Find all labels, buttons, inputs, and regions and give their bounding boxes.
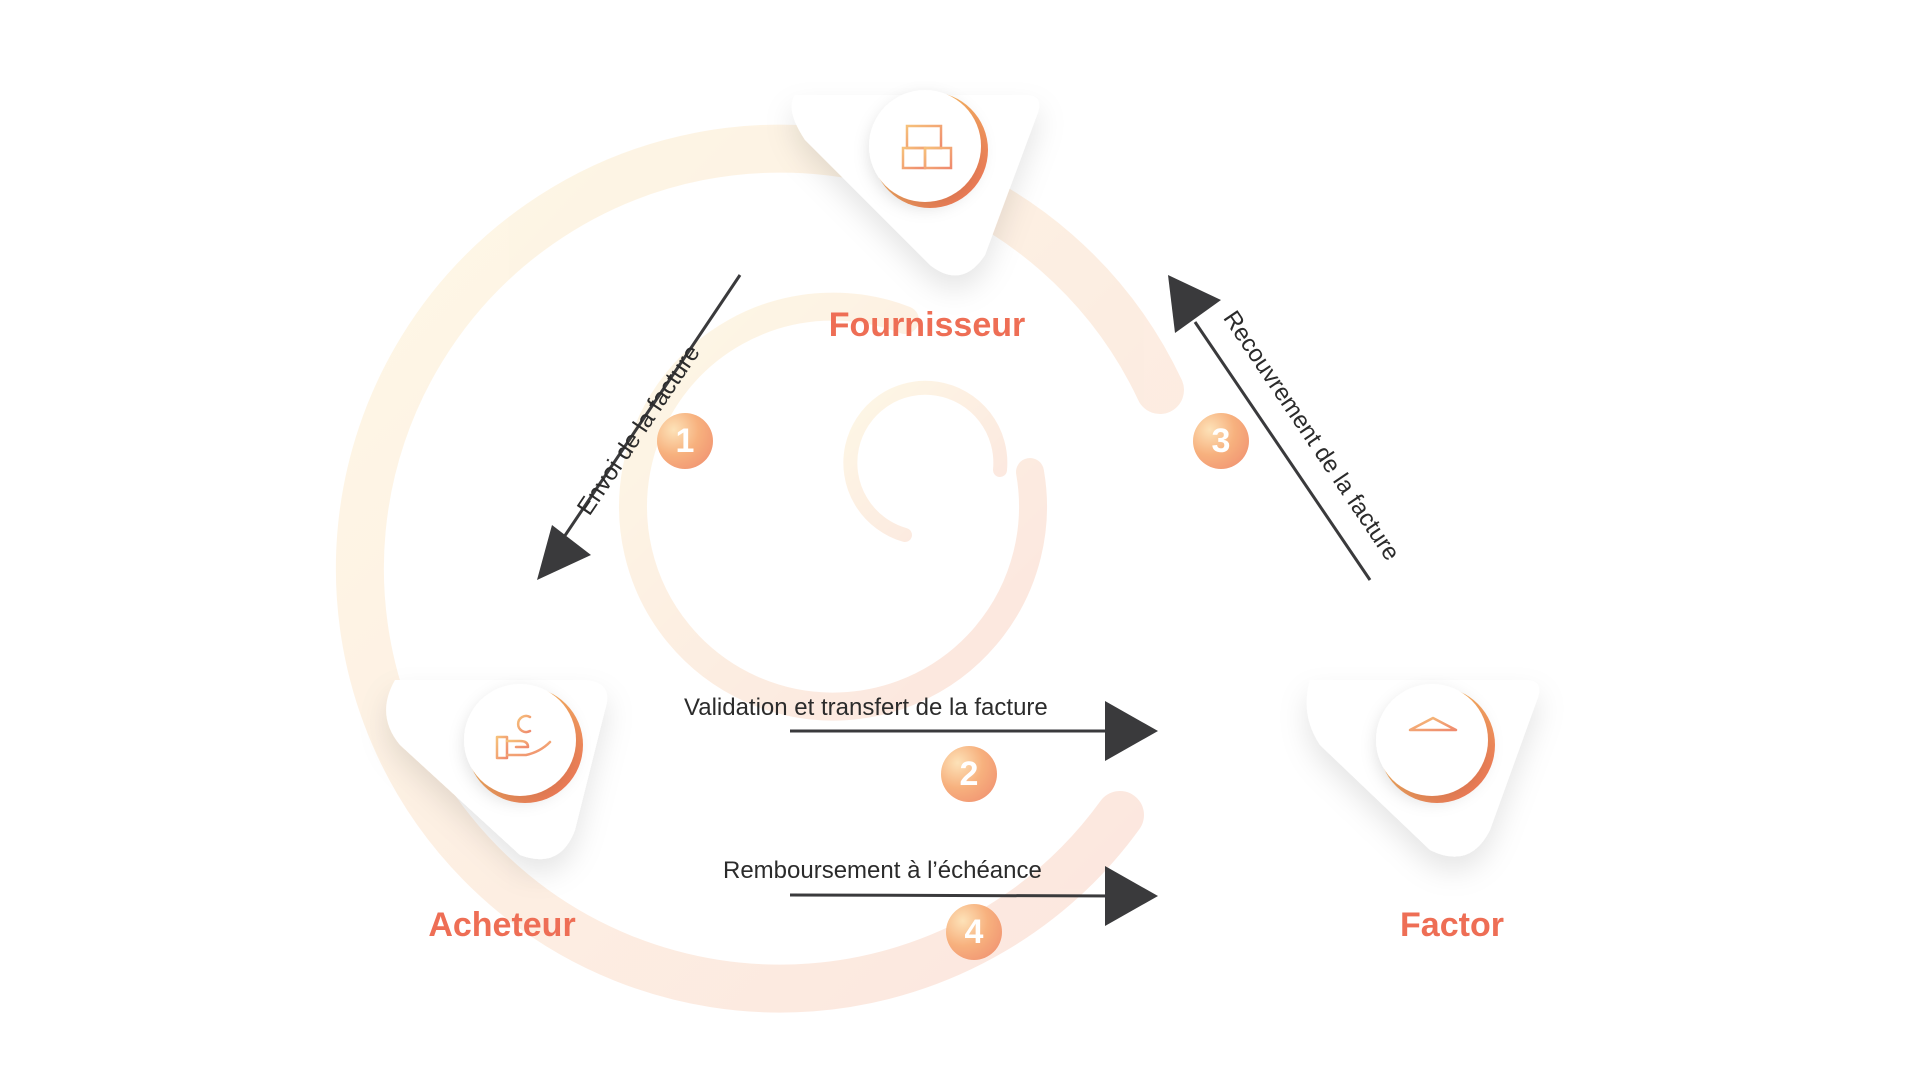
- step-label-4: Remboursement à l’échéance: [723, 857, 1042, 884]
- arrowhead-3: [1168, 275, 1221, 333]
- arrow-step-2: [790, 701, 1158, 761]
- arrow-step-4: [789, 866, 1158, 926]
- arrowhead-2: [1105, 701, 1158, 761]
- node-label-fournisseur: Fournisseur: [828, 306, 1026, 344]
- arrowhead-1: [537, 525, 591, 580]
- node-fournisseur-circle: [869, 90, 981, 202]
- node-label-acheteur: Acheteur: [428, 906, 576, 944]
- arrow-step-3: [1168, 275, 1372, 581]
- step-badge-1: 1: [657, 413, 713, 469]
- arrowhead-4: [1105, 866, 1158, 926]
- arrow-step-1: [537, 274, 742, 580]
- hand-euro-icon: [495, 714, 552, 760]
- step-badge-3: 3: [1193, 413, 1249, 469]
- node-acheteur: [386, 680, 608, 860]
- node-fournisseur: [791, 90, 1040, 276]
- node-label-factor: Factor: [1400, 906, 1504, 944]
- node-factor-circle: [1376, 684, 1488, 796]
- node-factor: [1306, 680, 1540, 857]
- step-badge-4: 4: [946, 904, 1002, 960]
- boxes-icon: [901, 124, 953, 170]
- step-badge-2: 2: [941, 746, 997, 802]
- bank-icon: [1405, 716, 1461, 767]
- step-label-2: Validation et transfert de la facture: [684, 694, 1048, 721]
